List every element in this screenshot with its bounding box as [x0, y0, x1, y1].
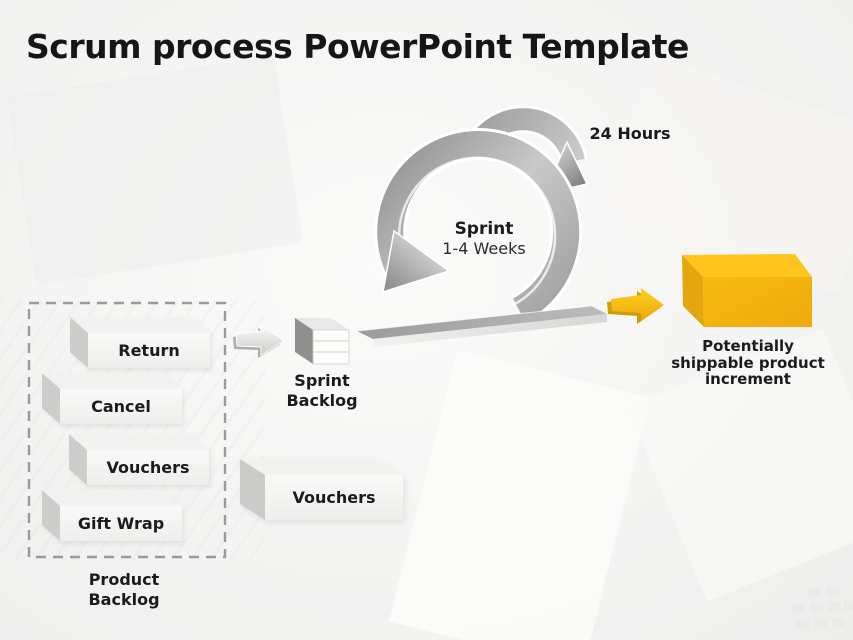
- backlog-item-return: Return: [118, 341, 180, 360]
- increment-label: Potentially shippable product increment: [671, 337, 825, 388]
- background-calc-key: [796, 620, 809, 629]
- daily-scrum-label: 24 Hours: [589, 124, 671, 143]
- background-calc-key: [808, 588, 821, 597]
- background-calc-key: [826, 587, 839, 596]
- backlog-item-giftwrap: Gift Wrap: [77, 514, 165, 533]
- sprint-backlog-label: Sprint Backlog: [286, 371, 358, 410]
- background-calc-key: [832, 618, 845, 627]
- backlog-item-vouchers: Vouchers: [106, 458, 190, 477]
- backlog-item-cancel-shape: [42, 373, 182, 424]
- selected-item-vouchers-label: Vouchers: [292, 488, 376, 507]
- background-calc-key: [844, 601, 853, 610]
- increment-cube-icon: [682, 254, 812, 327]
- selected-item-vouchers-shape: [240, 459, 403, 520]
- product-backlog-label: Product Backlog: [88, 570, 160, 609]
- backlog-item-vouchers-shape: [69, 434, 209, 485]
- backlog-item-return-shape: [70, 317, 210, 368]
- sprint-backlog-box-icon: [295, 318, 350, 365]
- sprint-duration-label: 1-4 Weeks: [442, 239, 526, 258]
- sprint-loop-icon: [356, 105, 607, 347]
- background-calc-key: [810, 603, 823, 612]
- flow-arrow-icon: [233, 324, 285, 358]
- output-arrow-icon: [607, 288, 664, 324]
- background-calc-key: [792, 604, 805, 613]
- sprint-label: Sprint: [454, 219, 514, 239]
- backlog-item-cancel: Cancel: [91, 397, 151, 416]
- background-calc-key: [828, 602, 841, 611]
- slide-title: Scrum process PowerPoint Template: [26, 27, 689, 66]
- product-backlog-dashed-box: [27, 301, 227, 559]
- background-calc-key: [814, 619, 827, 628]
- backlog-item-giftwrap-shape: [42, 490, 182, 541]
